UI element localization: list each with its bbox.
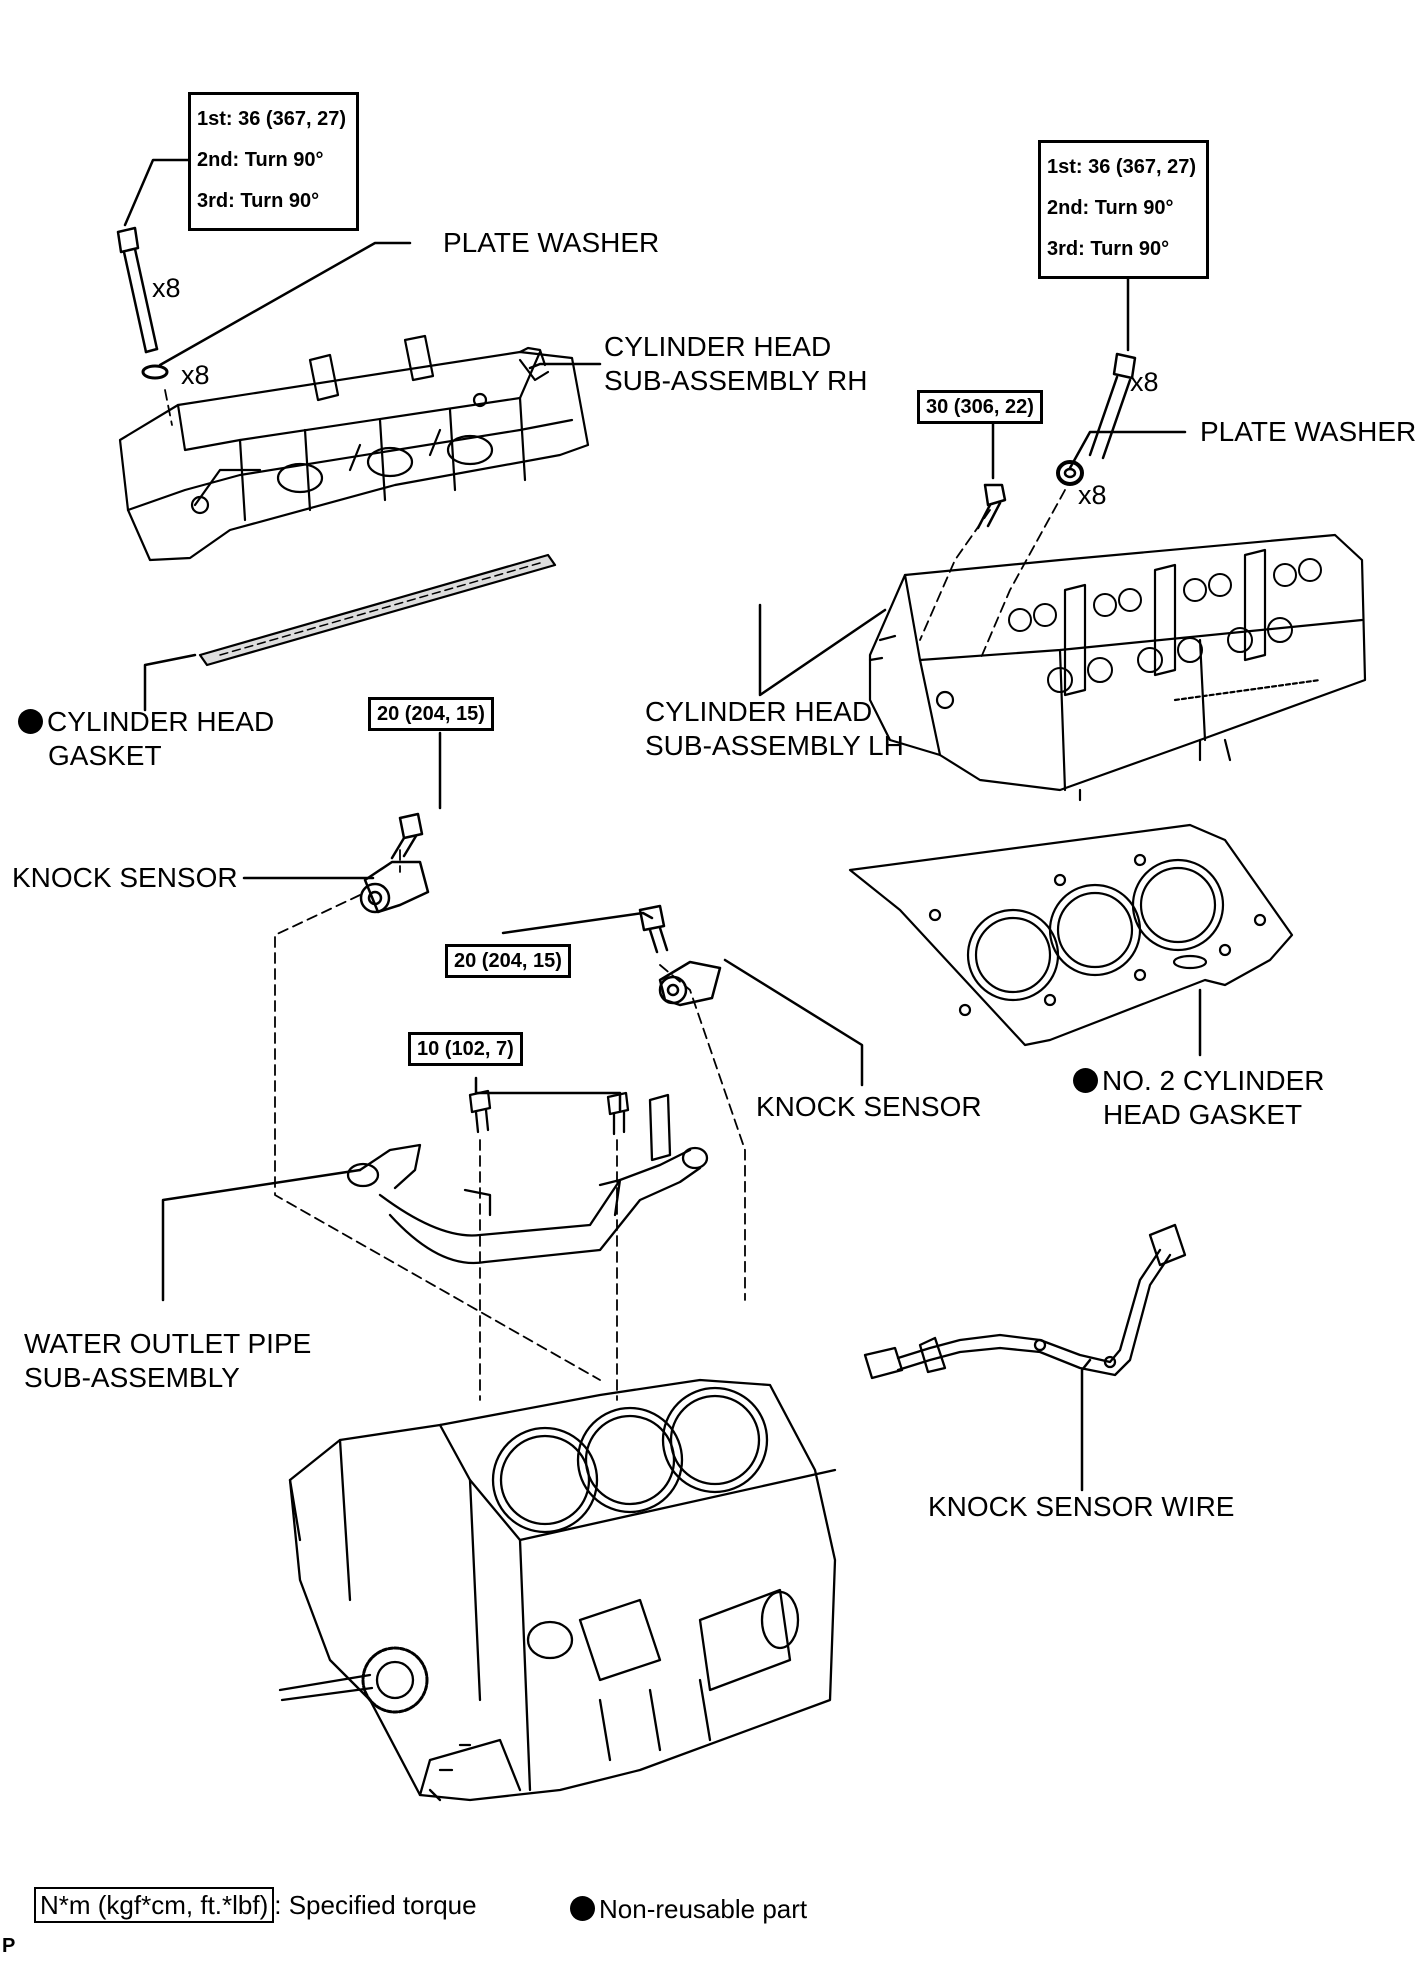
torque-step-1: 1st: 36 (367, 27) (1047, 156, 1196, 178)
corner-mark: P (2, 1935, 16, 1957)
non-reusable-icon (1073, 1068, 1098, 1093)
legend-torque-unit: N*m (kgf*cm, ft.*lbf) (34, 1887, 275, 1923)
rh-bolt-count: x8 (152, 273, 181, 303)
label-line-1: CYLINDER HEAD (18, 705, 274, 739)
label-line-2: SUB-ASSEMBLY LH (645, 730, 904, 761)
torque-step-2: 2nd: Turn 90° (1047, 197, 1174, 219)
plate-washer-lh-label: PLATE WASHER (1200, 416, 1417, 447)
lh-washer-count: x8 (1078, 480, 1107, 510)
cylinder-head-gasket (198, 553, 557, 667)
cylinder-head-lh-label: CYLINDER HEAD SUB-ASSEMBLY LH (645, 695, 904, 763)
no2-cylinder-head-gasket (848, 823, 1294, 1047)
torque-spec-rh-bolt: 1st: 36 (367, 27) 2nd: Turn 90° 3rd: Tur… (188, 92, 359, 231)
label-text: CYLINDER HEAD (47, 706, 275, 737)
label-text: NO. 2 CYLINDER (1102, 1065, 1325, 1096)
knock-sensor-lh (638, 904, 722, 1007)
knock-sensor-rh (359, 812, 430, 914)
label-line-2: SUB-ASSEMBLY (24, 1362, 240, 1393)
torque-spec-lh-bolt: 1st: 36 (367, 27) 2nd: Turn 90° 3rd: Tur… (1038, 140, 1209, 279)
torque-step-3: 3rd: Turn 90° (1047, 238, 1170, 260)
legend-torque-desc: : Specified torque (274, 1890, 477, 1920)
label-line-1: WATER OUTLET PIPE (24, 1328, 312, 1359)
non-reusable-icon (570, 1896, 595, 1921)
lh-small-bolt (976, 483, 1007, 530)
knock-sensor-wire-label: KNOCK SENSOR WIRE (928, 1491, 1235, 1522)
water-outlet-pipe-label: WATER OUTLET PIPE SUB-ASSEMBLY (24, 1327, 311, 1395)
knock-sensor-lh-label: KNOCK SENSOR (756, 1091, 982, 1122)
label-line-1: CYLINDER HEAD (604, 331, 832, 362)
torque-spec-knock-sensor-rh: 20 (204, 15) (368, 697, 494, 731)
water-outlet-pipe (346, 1089, 709, 1265)
legend-torque: N*m (kgf*cm, ft.*lbf): Specified torque (34, 1887, 477, 1923)
cylinder-head-lh (868, 533, 1367, 802)
legend-nonreusable: Non-reusable part (570, 1894, 807, 1925)
torque-step-3: 3rd: Turn 90° (197, 190, 320, 212)
label-line-2: GASKET (48, 740, 162, 771)
lh-bolt-count: x8 (1130, 367, 1159, 397)
alignment-dashes (164, 389, 1066, 1401)
label-line-2: HEAD GASKET (1103, 1099, 1303, 1130)
cylinder-head-rh-label: CYLINDER HEAD SUB-ASSEMBLY RH (604, 330, 867, 398)
label-line-1: NO. 2 CYLINDER (1073, 1064, 1325, 1098)
lh-head-bolt (1056, 352, 1137, 486)
torque-spec-knock-sensor-lh: 20 (204, 15) (445, 944, 571, 978)
rh-head-bolt (116, 226, 169, 380)
knock-sensor-rh-label: KNOCK SENSOR (12, 862, 238, 893)
knock-sensor-wire (863, 1223, 1187, 1380)
cylinder-head-gasket-label: CYLINDER HEAD GASKET (18, 705, 274, 773)
torque-step-1: 1st: 36 (367, 27) (197, 108, 346, 130)
cylinder-block (278, 1378, 837, 1802)
torque-spec-lh-head-bolt: 30 (306, 22) (917, 390, 1043, 424)
no2-cylinder-head-gasket-label: NO. 2 CYLINDER HEAD GASKET (1073, 1064, 1325, 1132)
plate-washer-rh-label: PLATE WASHER (443, 227, 660, 258)
torque-step-2: 2nd: Turn 90° (197, 149, 324, 171)
non-reusable-icon (18, 709, 43, 734)
label-line-2: SUB-ASSEMBLY RH (604, 365, 868, 396)
label-line-1: CYLINDER HEAD (645, 696, 873, 727)
rh-washer-count: x8 (181, 360, 210, 390)
torque-spec-water-pipe-bolts: 10 (102, 7) (408, 1032, 523, 1066)
legend-nonreusable-text: Non-reusable part (599, 1894, 808, 1924)
cylinder-head-rh (118, 334, 590, 562)
